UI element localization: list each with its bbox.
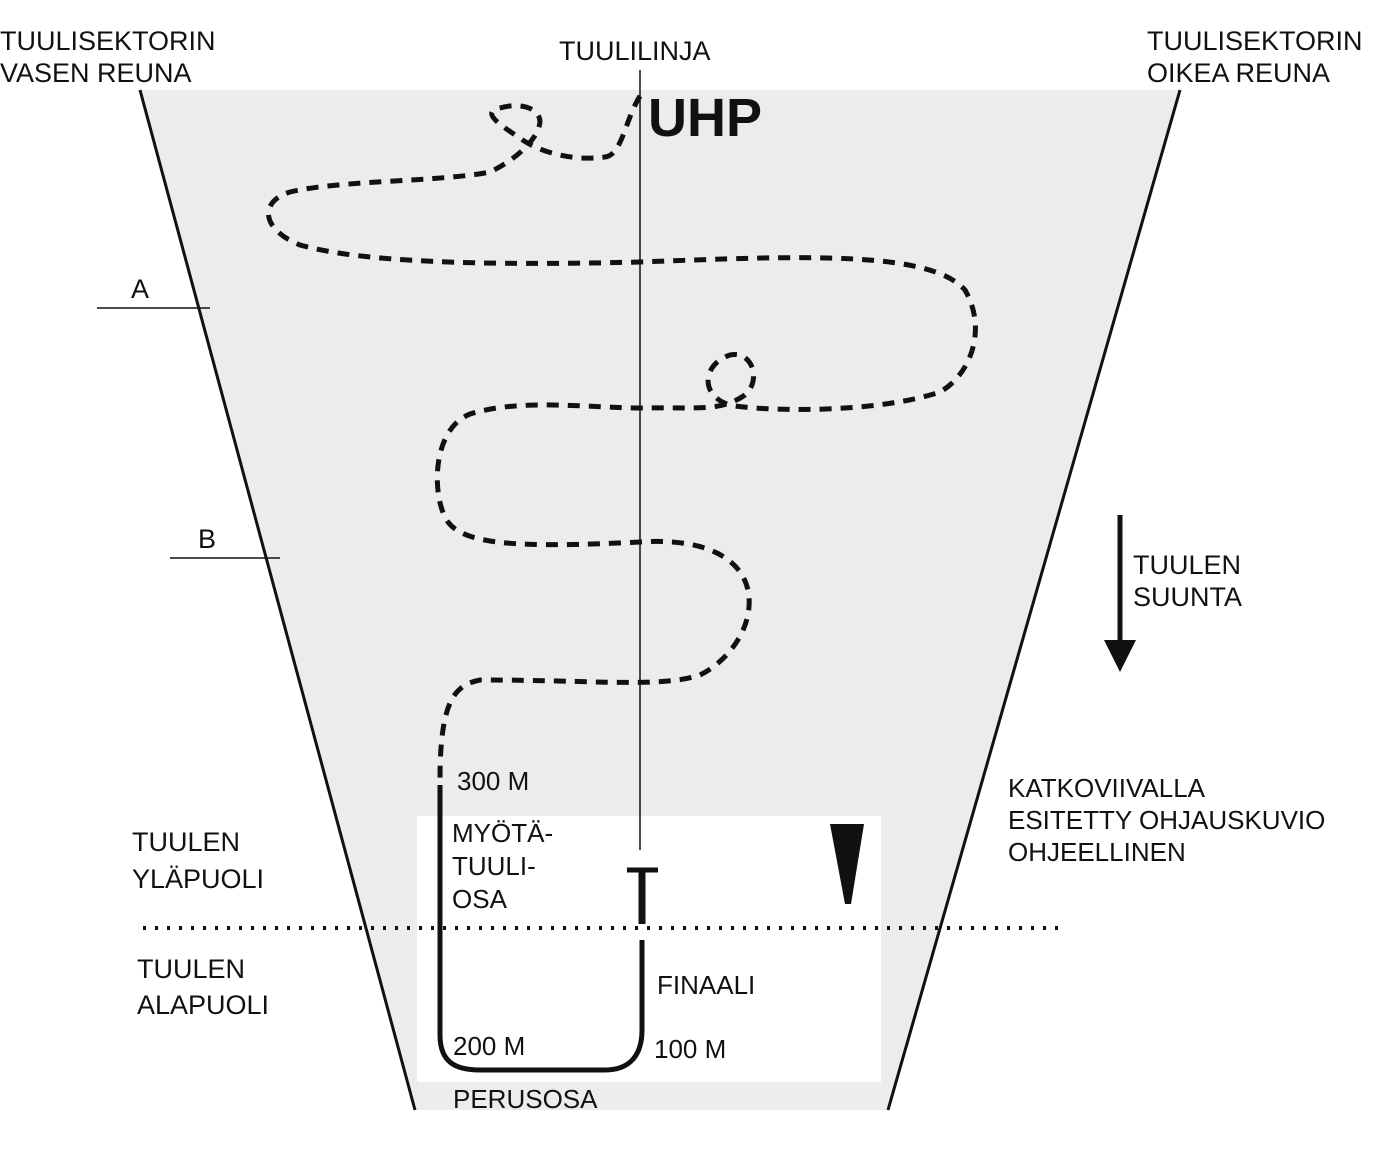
altitude-100-label: 100 M [654, 1034, 726, 1064]
downwind-side-label-line1: TUULEN [137, 954, 245, 984]
wind-sector [140, 90, 1180, 1110]
marker-a-label: A [131, 274, 149, 304]
landing-area [417, 816, 881, 1082]
windsock-icon [830, 824, 864, 904]
altitude-200-label: 200 M [453, 1031, 525, 1061]
right-edge-label-line1: TUULISEKTORIN [1147, 26, 1363, 56]
note-label-line2: ESITETTY OHJAUSKUVIO [1008, 805, 1325, 835]
wind-direction-label-line1: TUULEN [1133, 550, 1241, 580]
downwind-leg-label-line3: OSA [452, 884, 508, 914]
uhp-label: UHP [648, 88, 762, 148]
landing-pattern-path [437, 785, 645, 1073]
marker-b-label: B [198, 524, 216, 554]
downwind-side-label-line2: ALAPUOLI [137, 990, 269, 1020]
upwind-side-label-line1: TUULEN [132, 827, 240, 857]
wind-direction-arrow-icon [1104, 515, 1136, 672]
base-leg-label: PERUSOSA [453, 1084, 598, 1114]
final-leg-label: FINAALI [657, 970, 755, 1000]
note-label-line3: OHJEELLINEN [1008, 837, 1186, 867]
downwind-leg-label-line1: MYÖTÄ- [452, 818, 553, 848]
upwind-side-label-line2: YLÄPUOLI [132, 864, 264, 894]
downwind-leg-label-line2: TUULI- [452, 851, 536, 881]
left-edge-label-line1: TUULISEKTORIN [0, 26, 216, 56]
sector-right-edge [886, 89, 1182, 1111]
note-label-line1: KATKOVIIVALLA [1008, 773, 1206, 803]
left-edge-label-line2: VASEN REUNA [0, 58, 192, 88]
landing-t-symbol [627, 867, 658, 924]
right-edge-label-line2: OIKEA REUNA [1147, 58, 1330, 88]
sector-left-edge [138, 89, 417, 1111]
wind-direction-label-line2: SUUNTA [1133, 582, 1242, 612]
altitude-300-label: 300 M [457, 766, 529, 796]
suggested-flight-path [266, 94, 978, 781]
wind-line-label: TUULILINJA [559, 36, 711, 66]
